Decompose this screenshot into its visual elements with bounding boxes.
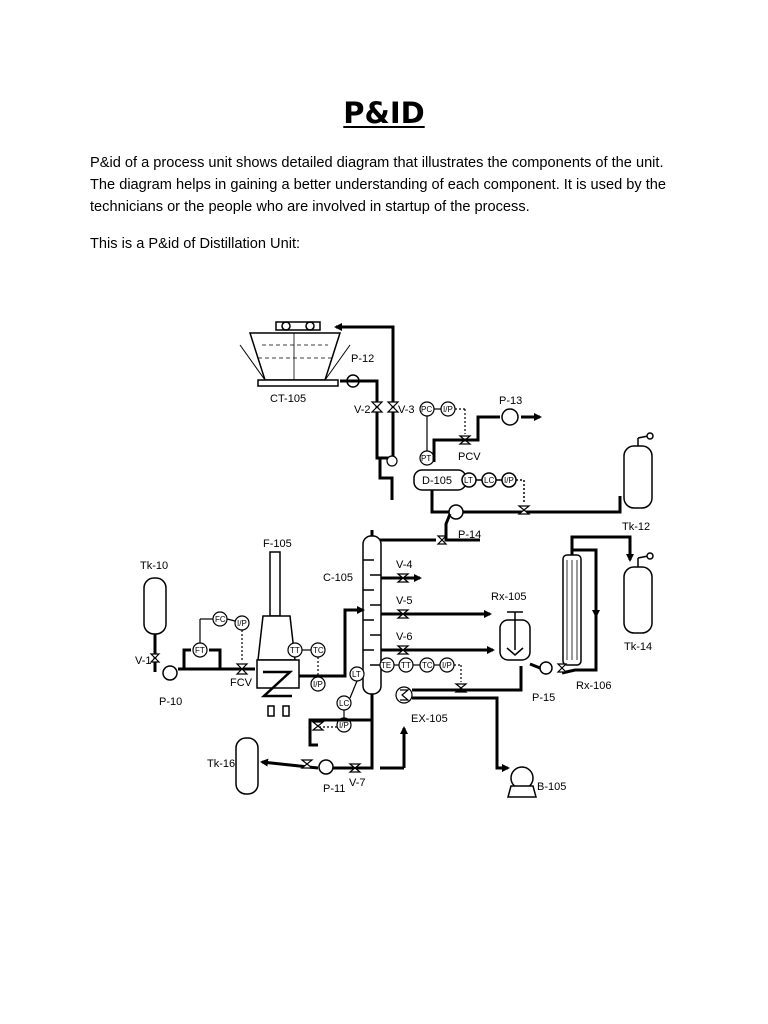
- reactor-rx106: [562, 554, 582, 666]
- furnace-f105: [256, 551, 300, 717]
- label-ip-furnace: I/P: [313, 680, 323, 689]
- label-v1: V-1: [135, 655, 152, 667]
- label-lt-column: LT: [352, 670, 361, 679]
- label-tt-ex: TT: [401, 661, 411, 670]
- label-tk10: Tk-10: [140, 560, 168, 572]
- diagram-caption: This is a P&id of Distillation Unit:: [90, 236, 301, 252]
- tank-tk10: [143, 577, 167, 635]
- label-tk16: Tk-16: [207, 758, 235, 770]
- flow-control-loop: [192, 611, 250, 675]
- label-c105: C-105: [323, 572, 353, 584]
- label-v7: V-7: [349, 777, 366, 789]
- label-fcv: FCV: [230, 677, 253, 689]
- label-ft: FT: [195, 646, 205, 655]
- cooling-tower-ct105: [239, 321, 351, 387]
- label-rx106: Rx-106: [576, 680, 611, 692]
- label-b105: B-105: [537, 781, 566, 793]
- label-tc-furnace: TC: [313, 646, 324, 655]
- pump-p11: [318, 759, 334, 775]
- pump-p15: [539, 661, 553, 675]
- label-ip-flow: I/P: [237, 619, 247, 628]
- label-ip-pressure: I/P: [443, 405, 453, 414]
- label-p12: P-12: [351, 353, 374, 365]
- label-v3: V-3: [398, 404, 415, 416]
- label-lc-column: LC: [339, 699, 349, 708]
- label-ip-column: I/P: [339, 721, 349, 730]
- label-fc: FC: [215, 615, 226, 624]
- pressure-control-loop: [419, 401, 472, 466]
- label-te: TE: [381, 661, 391, 670]
- label-lt-drum: LT: [464, 476, 473, 485]
- pump-p10: [162, 665, 178, 681]
- label-pc: PC: [421, 405, 432, 414]
- label-tc-ex: TC: [422, 661, 433, 670]
- label-ip-ex: I/P: [442, 661, 452, 670]
- label-p14: P-14: [458, 529, 481, 541]
- label-tk14: Tk-14: [624, 641, 652, 653]
- label-ct105: CT-105: [270, 393, 306, 405]
- reactor-rx105: [499, 611, 531, 661]
- label-ex105: EX-105: [411, 713, 448, 725]
- tank-tk14: [623, 552, 654, 634]
- label-p11: P-11: [323, 783, 345, 795]
- label-rx105: Rx-105: [491, 591, 526, 603]
- intro-paragraph: P&id of a process unit shows detailed di…: [90, 155, 667, 215]
- label-tt-furnace: TT: [290, 646, 300, 655]
- label-v5: V-5: [396, 595, 413, 607]
- label-f105: F-105: [263, 538, 292, 550]
- distillation-column-c105: [362, 535, 382, 695]
- label-p15: P-15: [532, 692, 555, 704]
- page-title: P&ID: [343, 96, 425, 130]
- tank-tk16: [235, 737, 259, 795]
- label-v6: V-6: [396, 631, 413, 643]
- label-d105: D-105: [422, 475, 452, 487]
- drum-d105: [413, 469, 525, 504]
- tank-tk12: [623, 432, 654, 509]
- label-v4: V-4: [396, 559, 413, 571]
- label-v2: V-2: [354, 404, 371, 416]
- label-p10: P-10: [159, 696, 182, 708]
- boiler-b105: [507, 766, 537, 798]
- label-pcv: PCV: [458, 451, 481, 463]
- exchanger-ex105: [379, 657, 468, 704]
- temperature-control-loop: [287, 642, 326, 692]
- label-pt: PT: [421, 454, 431, 463]
- label-ip-drum: I/P: [504, 476, 514, 485]
- label-tk12: Tk-12: [622, 521, 650, 533]
- label-p13: P-13: [499, 395, 522, 407]
- label-lc-drum: LC: [484, 476, 494, 485]
